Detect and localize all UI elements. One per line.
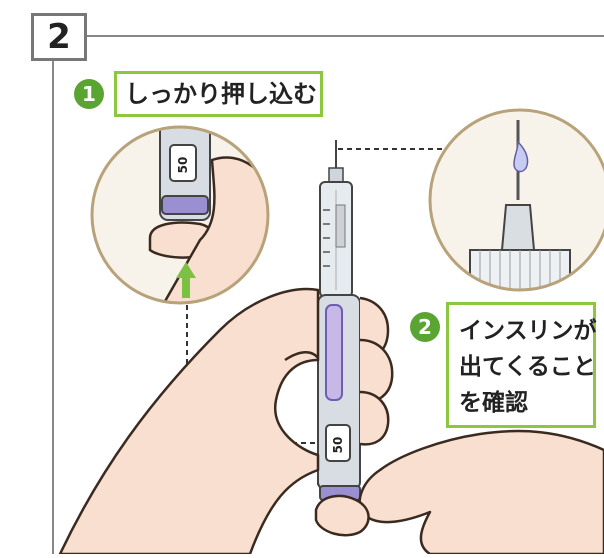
zoom-needle-circle (428, 108, 604, 292)
callout-1-badge: 1 (74, 79, 104, 109)
zoom-button-circle: 50 (90, 125, 270, 305)
panel-frame (52, 35, 604, 554)
callout-2-badge: 2 (410, 312, 440, 342)
up-arrow-icon (176, 262, 196, 298)
zoom-dose-label: 50 (176, 157, 190, 174)
insulin-drop-icon (513, 140, 529, 173)
pen-dose-label: 50 (331, 437, 345, 454)
callout-2-line-2: 出てくること (459, 354, 596, 380)
callout-2-line-1: インスリンが (459, 318, 597, 344)
callout-2-line-3: を確認 (459, 390, 528, 416)
step-number: 2 (31, 13, 87, 61)
callout-push-firmly: しっかり押し込む (114, 71, 323, 117)
callout-confirm-insulin: インスリンが 出てくること を確認 (446, 302, 597, 428)
insulin-pen: 50 (317, 140, 361, 501)
right-hand (314, 429, 604, 556)
left-hand (58, 287, 394, 556)
